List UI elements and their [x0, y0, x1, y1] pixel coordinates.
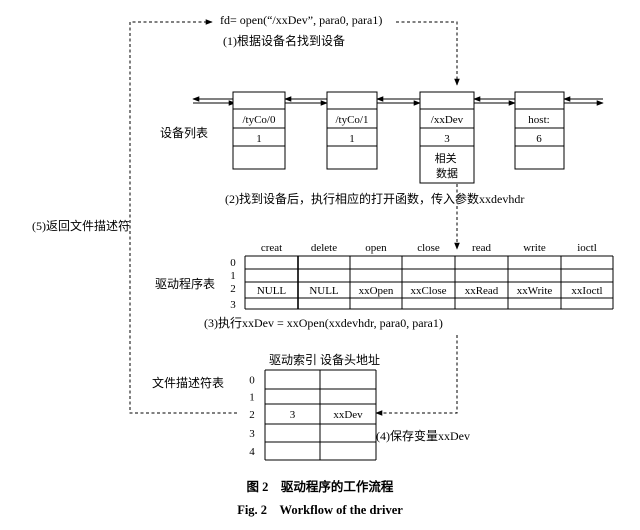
device-driver-index: 1	[349, 133, 355, 145]
table-cell: xxClose	[410, 285, 446, 297]
device-node: host: 6	[514, 91, 565, 170]
table-cell: xxRead	[465, 285, 499, 297]
table-cell: xxWrite	[517, 285, 553, 297]
device-list-label: 设备列表	[160, 126, 208, 140]
row-index: 1	[230, 270, 236, 282]
table-cell: 3	[290, 409, 296, 421]
column-header: ioctl	[577, 242, 597, 254]
device-driver-index: 1	[256, 133, 262, 145]
caption-chinese: 图 2 驱动程序的工作流程	[247, 479, 394, 494]
return-fd-arrow	[129, 19, 237, 414]
fd-table-label: 文件描述符表	[152, 375, 224, 390]
row-index: 1	[249, 392, 255, 404]
device-name: /xxDev	[431, 114, 464, 126]
step5-text: (5)返回文件描述符	[32, 218, 130, 233]
device-list: /tyCo/0 1 /tyCo/1 1 /xxDev 3 相关 数据	[192, 91, 604, 184]
table-cell: NULL	[309, 285, 339, 297]
table-cell: xxOpen	[359, 285, 394, 297]
driver-table-label: 驱动程序表	[155, 276, 215, 291]
device-node: /tyCo/1 1	[326, 91, 378, 170]
column-header: close	[417, 242, 440, 254]
row-index: 3	[249, 428, 255, 440]
row-index: 0	[230, 257, 236, 269]
device-name: /tyCo/1	[335, 114, 368, 126]
device-name: host:	[528, 114, 549, 126]
column-header: read	[472, 242, 491, 254]
device-name: /tyCo/0	[242, 114, 276, 126]
row-index: 4	[249, 446, 255, 458]
open-call-text: fd= open(“/xxDev”, para0, para1)	[220, 13, 382, 27]
column-header: write	[523, 242, 546, 254]
table-cell: NULL	[257, 285, 287, 297]
row-index: 0	[249, 375, 255, 387]
column-header: creat	[261, 242, 282, 254]
save-variable-arrow	[375, 335, 458, 416]
column-header: open	[365, 242, 387, 254]
step1-text: (1)根据设备名找到设备	[223, 33, 345, 48]
device-related-data: 相关 数据	[435, 151, 460, 180]
find-device-arrow	[396, 21, 460, 86]
fd-table: 0 1 2 3 4 3 xxDev	[249, 369, 377, 461]
device-node-xxdev: /xxDev 3 相关 数据	[419, 91, 475, 184]
step2-text: (2)找到设备后，执行相应的打开函数，传入参数xxdevhdr	[225, 191, 524, 206]
row-index: 3	[230, 299, 236, 311]
device-driver-index: 3	[444, 133, 450, 145]
device-driver-index: 6	[536, 133, 542, 145]
fd-table-header: 驱动索引 设备头地址	[269, 353, 380, 367]
row-index: 2	[249, 409, 255, 421]
table-cell: xxDev	[333, 409, 363, 421]
row-index: 2	[230, 283, 236, 295]
step4-text: (4)保存变量xxDev	[376, 428, 470, 443]
caption-english: Fig. 2 Workflow of the driver	[237, 503, 403, 517]
table-cell: xxIoctl	[571, 285, 602, 297]
device-node: /tyCo/0 1	[232, 91, 286, 170]
column-header: delete	[311, 242, 337, 254]
step3-text: (3)执行xxDev = xxOpen(xxdevhdr, para0, par…	[204, 316, 443, 330]
